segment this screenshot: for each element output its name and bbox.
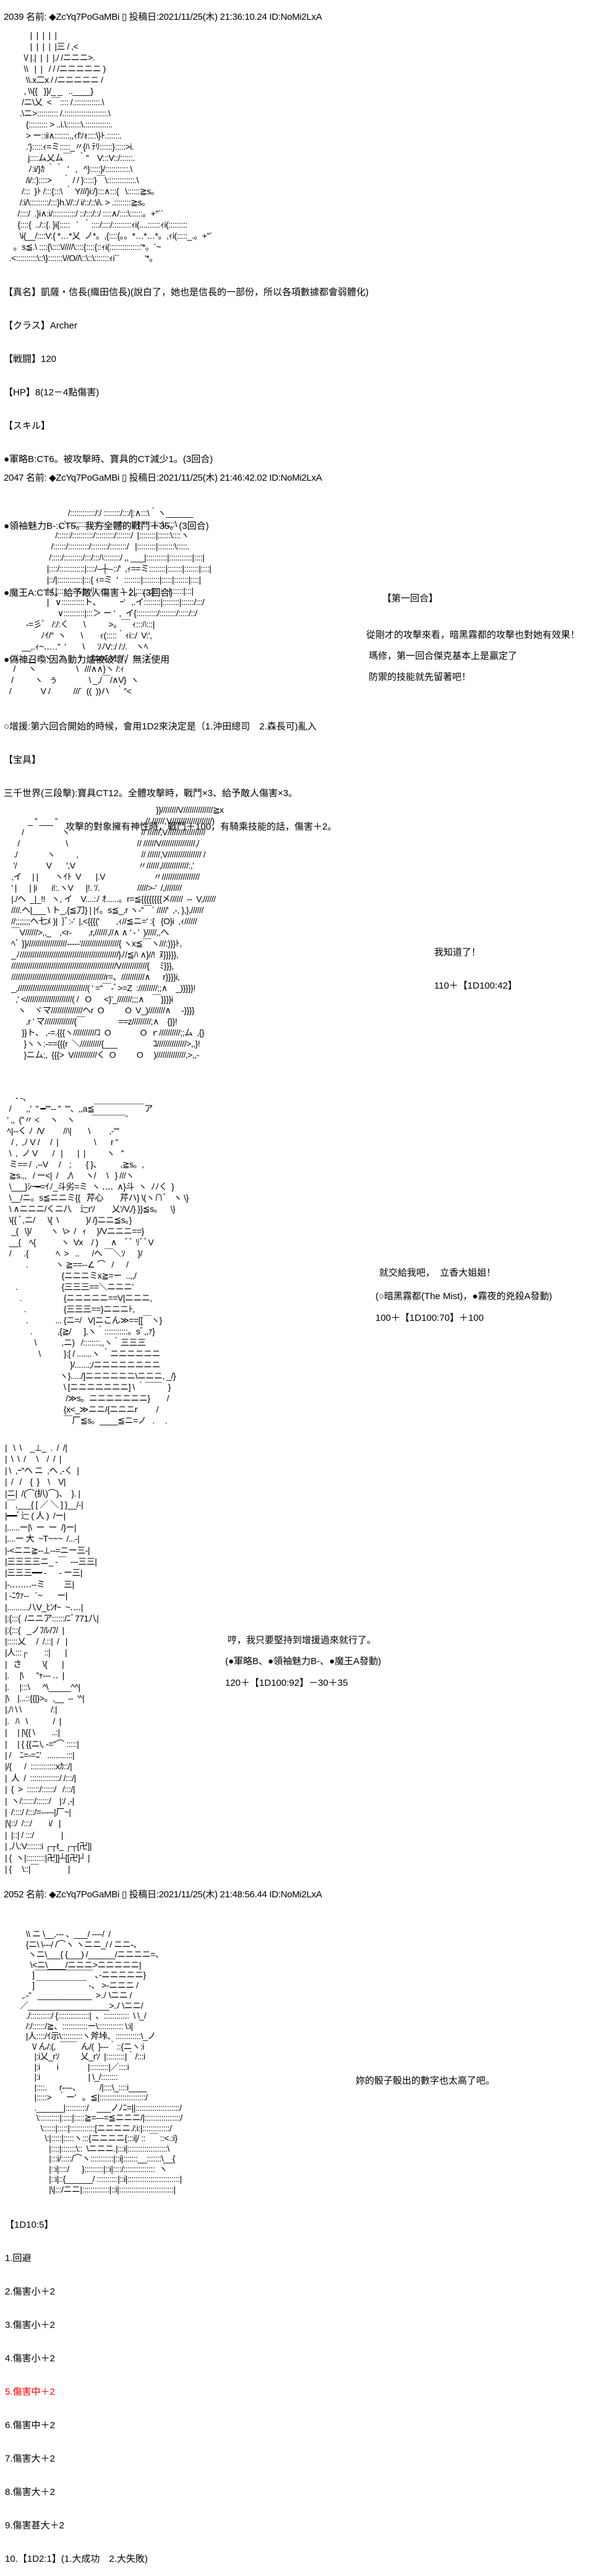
skill-activation: (●軍略B、●領袖魅力B-、●魔王A發動) bbox=[225, 1656, 382, 1667]
post-header: 2052 名前: ◆ZcYq7PoGaMBi ▯ 投稿日:2021/11/25(… bbox=[4, 1889, 322, 1900]
info-line: 【HP】8(12－4點傷害) bbox=[4, 387, 100, 398]
dialogue-jack: 妳的骰子骰出的數字也太高了吧。 bbox=[356, 2076, 495, 2086]
damage-roll-table: 【1D10:5】 1.回避 2.傷害小＋2 3.傷害小＋2 4.傷害小＋2 5.… bbox=[5, 2197, 148, 2576]
roll-table-item: 4.傷害小＋2 bbox=[5, 2353, 55, 2364]
roll-table-item: 2.傷害小＋2 bbox=[5, 2286, 55, 2297]
ascii-art-jack-face: /::::::::::::/:/ ::::::::/:::/|:∧:::\｀ヽ_… bbox=[9, 508, 212, 696]
dialogue-jack: 就交給我吧， 立香大姐姐！ bbox=[379, 1268, 496, 1278]
dice-roll: 100＋【1D100:70】＋100 bbox=[375, 1313, 484, 1323]
post-header: 2039 名前: ◆ZcYq7PoGaMBi ▯ 投稿日:2021/11/25(… bbox=[4, 12, 322, 22]
dice-roll: 110＋【1D100:42】 bbox=[434, 981, 517, 991]
info-line: ●魔王A:CT5。給予敵人傷害＋2。(3回合) bbox=[4, 588, 173, 598]
roll-table-item: 8.傷害大＋2 bbox=[5, 2487, 55, 2497]
info-line: ●軍略B:CT6。被攻擊時、寶具的CT減少1。(3回合) bbox=[4, 454, 213, 465]
info-line: ○增援:第六回合開始的時候，會用1D2來決定是（1.沖田總司 2.森長可)亂入 bbox=[4, 721, 317, 732]
post-header: 2047 名前: ◆ZcYq7PoGaMBi ▯ 投稿日:2021/11/25(… bbox=[4, 473, 322, 483]
info-line: ●領袖魅力B-:CT5。我方全體的戰鬥＋35。(3回合) bbox=[4, 521, 209, 531]
info-line: 【スキル】 bbox=[4, 421, 51, 431]
roll-table-item: 10.【1D2:1】(1.大成功 2.大失敗) bbox=[5, 2554, 148, 2564]
dialogue-ritsuka: 我知道了！ bbox=[434, 947, 481, 958]
ascii-art-nobunaga-framed: | \ \ _⊥_ . / /| | \ \ / \ / / | | \ ,ｰ'… bbox=[5, 1443, 99, 1874]
ascii-art-jack: - -、 / ,,' '' ━''''-- '' ''''、,,a≦￣￣￣￣￣￣… bbox=[7, 1093, 189, 1425]
info-line: 【クラス】Archer bbox=[4, 320, 77, 331]
info-line: 【戦闘】120 bbox=[4, 354, 57, 364]
info-line: 【宝具】 bbox=[4, 755, 41, 765]
skill-activation: (○暗黑霧都(The Mist)，●霧夜的兇殺A發動) bbox=[375, 1291, 552, 1302]
roll-table-item: 3.傷害小＋2 bbox=[5, 2320, 55, 2330]
ascii-art-ritsuka: }}////////V//////////////≧x _ ” ___ ” //… bbox=[11, 805, 224, 1060]
roll-table-item: 1.回避 bbox=[5, 2253, 32, 2264]
ascii-art-nobunaga: | | | | | | | | | |三 / ,< \/ |.| | | |./… bbox=[9, 30, 213, 263]
info-line: 【真名】凱薩・信長(織田信長)(說白了，她也是信長的一部份，所以各項數據都會弱體… bbox=[4, 287, 369, 298]
info-line: 攻擊的對象擁有神性時，戰鬥＋100，有騎乘技能的話，傷害＋2。 bbox=[4, 822, 337, 832]
info-line: ●偽神召喚:因為動力爐被破壞，無法使用 bbox=[4, 655, 170, 665]
character-info: 【真名】凱薩・信長(織田信長)(說白了，她也是信長的一部份，所以各項數據都會弱體… bbox=[4, 265, 369, 844]
dice-roll: 120＋【1D100:92】－30＋35 bbox=[225, 1678, 348, 1688]
roll-table-item: 7.傷害大＋2 bbox=[5, 2454, 55, 2464]
dialogue-nobunaga: 哼，我只要堅持到增援過來就行了。 bbox=[228, 1635, 377, 1646]
ascii-art-mash: \\ ニ \__,--- 、___/ ----/ / {ニ\ \---/ /⌒ヽ… bbox=[19, 1929, 182, 2194]
info-line: 三千世界(三段擊):寶具CT12。全體攻擊時，戰鬥×3、給予敵人傷害×3。 bbox=[4, 788, 298, 799]
dialogue-mash: 從剛才的攻擊來看，暗黑霧都的攻擊也對她有效果！ 瑪修，第一回合傑克基本上是贏定了… bbox=[366, 630, 580, 682]
round-label: 【第一回合】 bbox=[382, 593, 439, 604]
roll-table-title: 【1D10:5】 bbox=[5, 2220, 54, 2230]
roll-table-item: 6.傷害中＋2 bbox=[5, 2420, 55, 2431]
roll-table-item: 9.傷害甚大＋2 bbox=[5, 2520, 64, 2531]
roll-table-item-selected: 5.傷害中＋2 bbox=[5, 2387, 55, 2397]
info-line bbox=[4, 487, 369, 499]
